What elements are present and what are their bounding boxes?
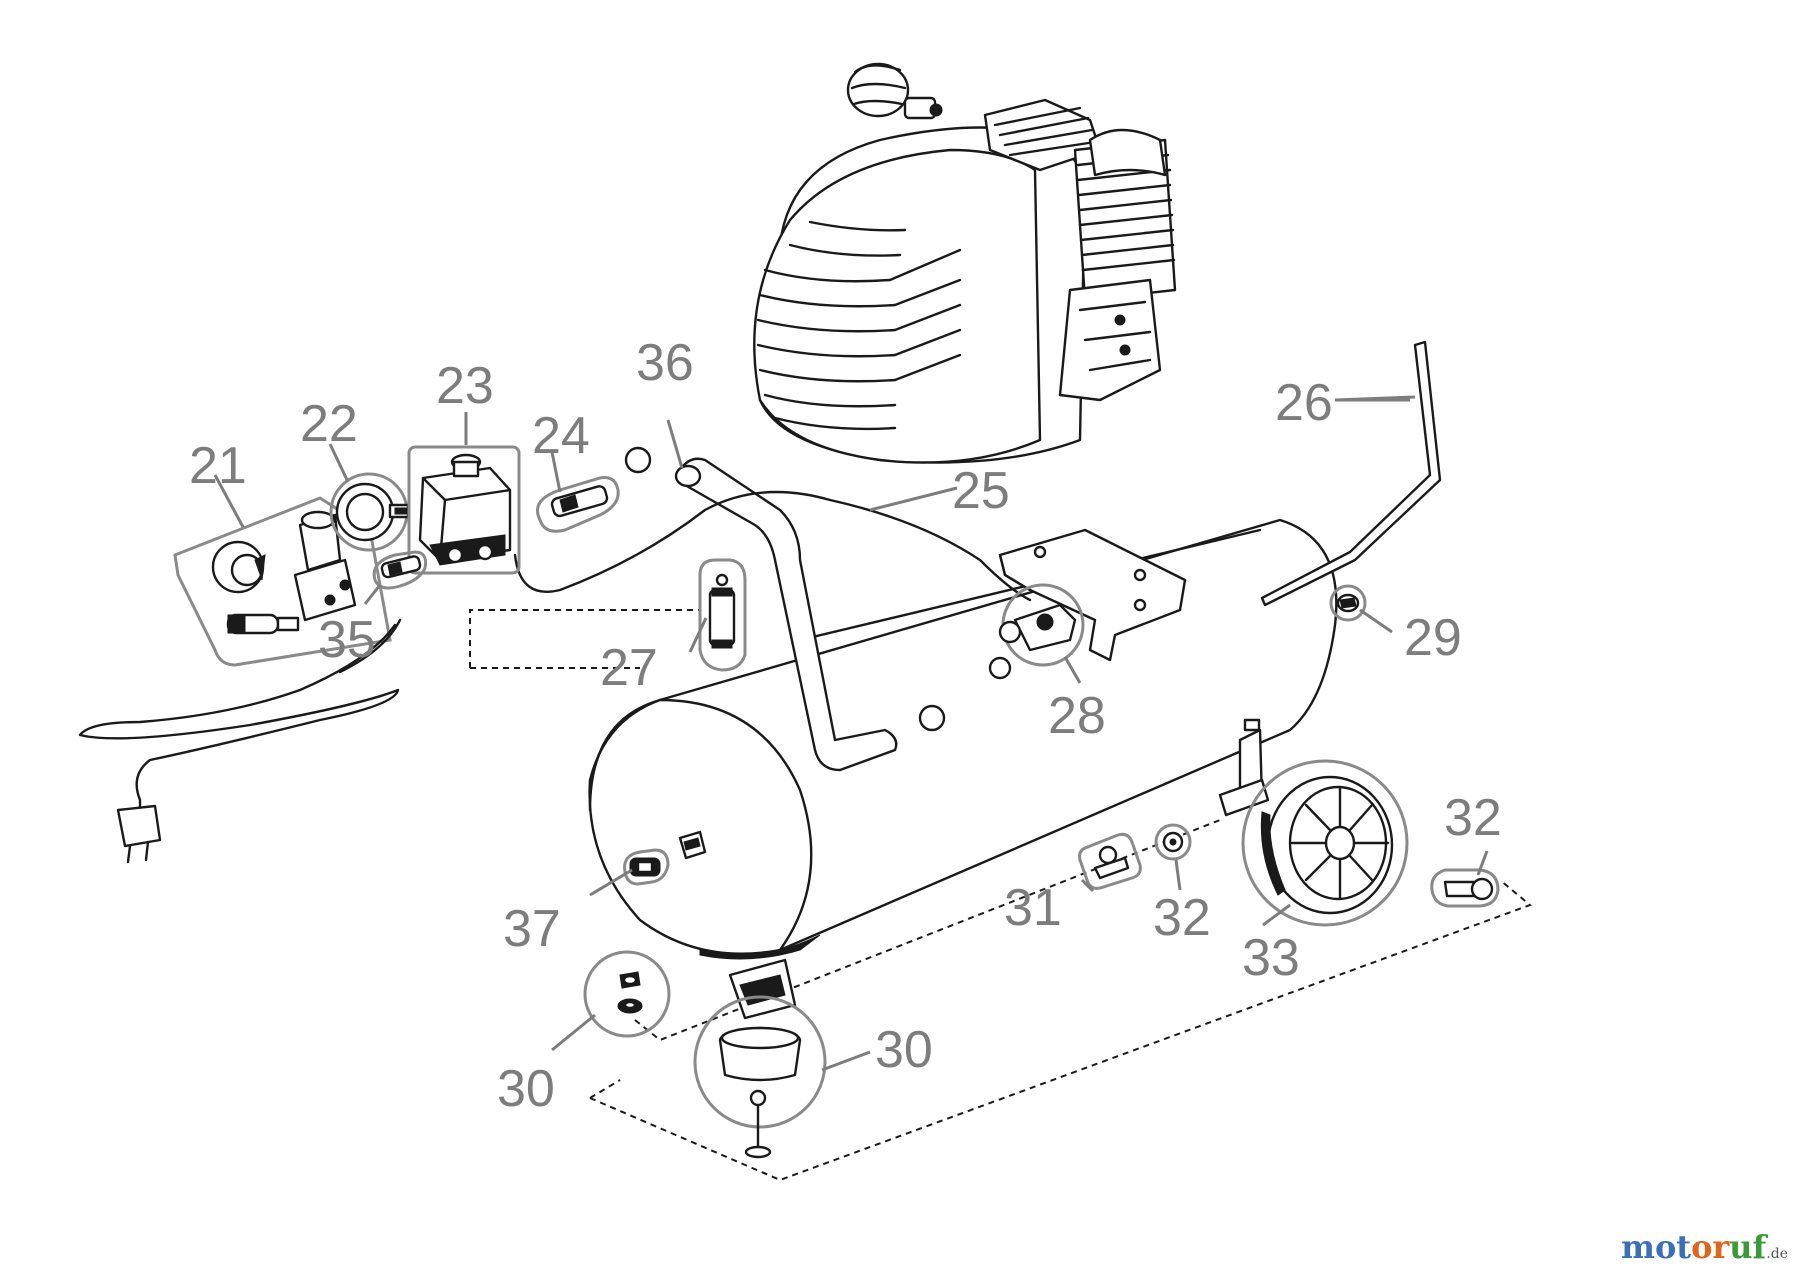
label-32-right: 32: [1444, 789, 1502, 847]
bolt-32-ring: [1430, 868, 1500, 908]
wheel-33-icon: [1260, 775, 1394, 915]
label-22: 22: [300, 395, 358, 453]
tank-foot: [728, 958, 797, 1020]
part-31-icon: [1093, 845, 1130, 880]
label-36: 36: [636, 334, 694, 392]
handle-rod: [1260, 340, 1442, 607]
label-27: 27: [600, 639, 658, 697]
label-29: 29: [1404, 609, 1462, 667]
watermark-part-2: or: [1691, 1228, 1730, 1266]
label-35: 35: [318, 611, 376, 669]
switch-23-outline: [407, 445, 521, 575]
part-27-ring: [698, 558, 747, 672]
vent-slats: [756, 220, 962, 431]
label-23: 23: [436, 357, 494, 415]
nut-29-icon: [1336, 593, 1360, 613]
part-27-icon: [708, 573, 736, 649]
pressure-gauge-icon: [211, 540, 266, 594]
nut-29-ring: [1329, 584, 1367, 622]
axle-bolt-icon: [1443, 877, 1494, 901]
air-filter-icon: [846, 62, 943, 120]
handle-tube: [624, 446, 946, 772]
fitting-24-icon: [550, 485, 609, 518]
label-30-left: 30: [497, 1060, 555, 1118]
label-30-center: 30: [875, 1021, 933, 1079]
nuts-30-icon: [617, 971, 643, 1014]
fitting-35-icon: [380, 555, 422, 579]
label-24: 24: [532, 407, 590, 465]
fitting-24-ring: [536, 476, 620, 533]
label-32-middle: 32: [1153, 889, 1211, 947]
nuts-30-ring: [583, 950, 671, 1038]
check-valve-icon: [998, 603, 1077, 652]
air-tank: [588, 518, 1338, 960]
safety-valve-icon: [226, 613, 300, 635]
watermark-logo: motoruf.de: [1621, 1228, 1788, 1266]
label-26: 26: [1275, 374, 1333, 432]
part-labels: 21 22 23 24 25 26 27 28 29 30 30 31 32 3…: [189, 334, 1502, 1118]
motor-cable: [513, 490, 1032, 602]
pressure-switch-icon: [418, 453, 512, 566]
group-21-outline: [173, 496, 392, 667]
motor-pump-head: [753, 62, 1177, 464]
power-cord: [78, 618, 402, 864]
label-28: 28: [1048, 687, 1106, 745]
gauge-22-icon: [335, 482, 410, 542]
watermark-suffix: .de: [1766, 1246, 1788, 1262]
watermark-part-3: uf: [1729, 1228, 1767, 1266]
label-31: 31: [1004, 879, 1062, 937]
part-31-ring: [1078, 832, 1142, 890]
watermark-part-1: mot: [1621, 1228, 1692, 1266]
valve-block-icon: [293, 510, 357, 622]
wheel-33-ring: [1241, 759, 1409, 927]
motor-bracket: [998, 528, 1187, 662]
label-33: 33: [1242, 929, 1300, 987]
foot-30-ring: [693, 995, 827, 1129]
label-25: 25: [952, 462, 1010, 520]
tank-fitting-icon: [678, 830, 707, 860]
cylinder-fins: [983, 98, 1177, 302]
wheel-bracket: [1218, 718, 1270, 817]
leader-lines: [213, 395, 1489, 1072]
washer-32-icon: [1162, 831, 1184, 853]
plug-37-ring: [623, 848, 670, 886]
washer-32-ring: [1154, 823, 1192, 861]
drain-plug-icon: [629, 857, 661, 877]
fitting-35-ring: [372, 550, 427, 590]
label-21: 21: [189, 437, 247, 495]
label-37: 37: [503, 900, 561, 958]
rubber-foot-icon: [718, 1026, 802, 1159]
